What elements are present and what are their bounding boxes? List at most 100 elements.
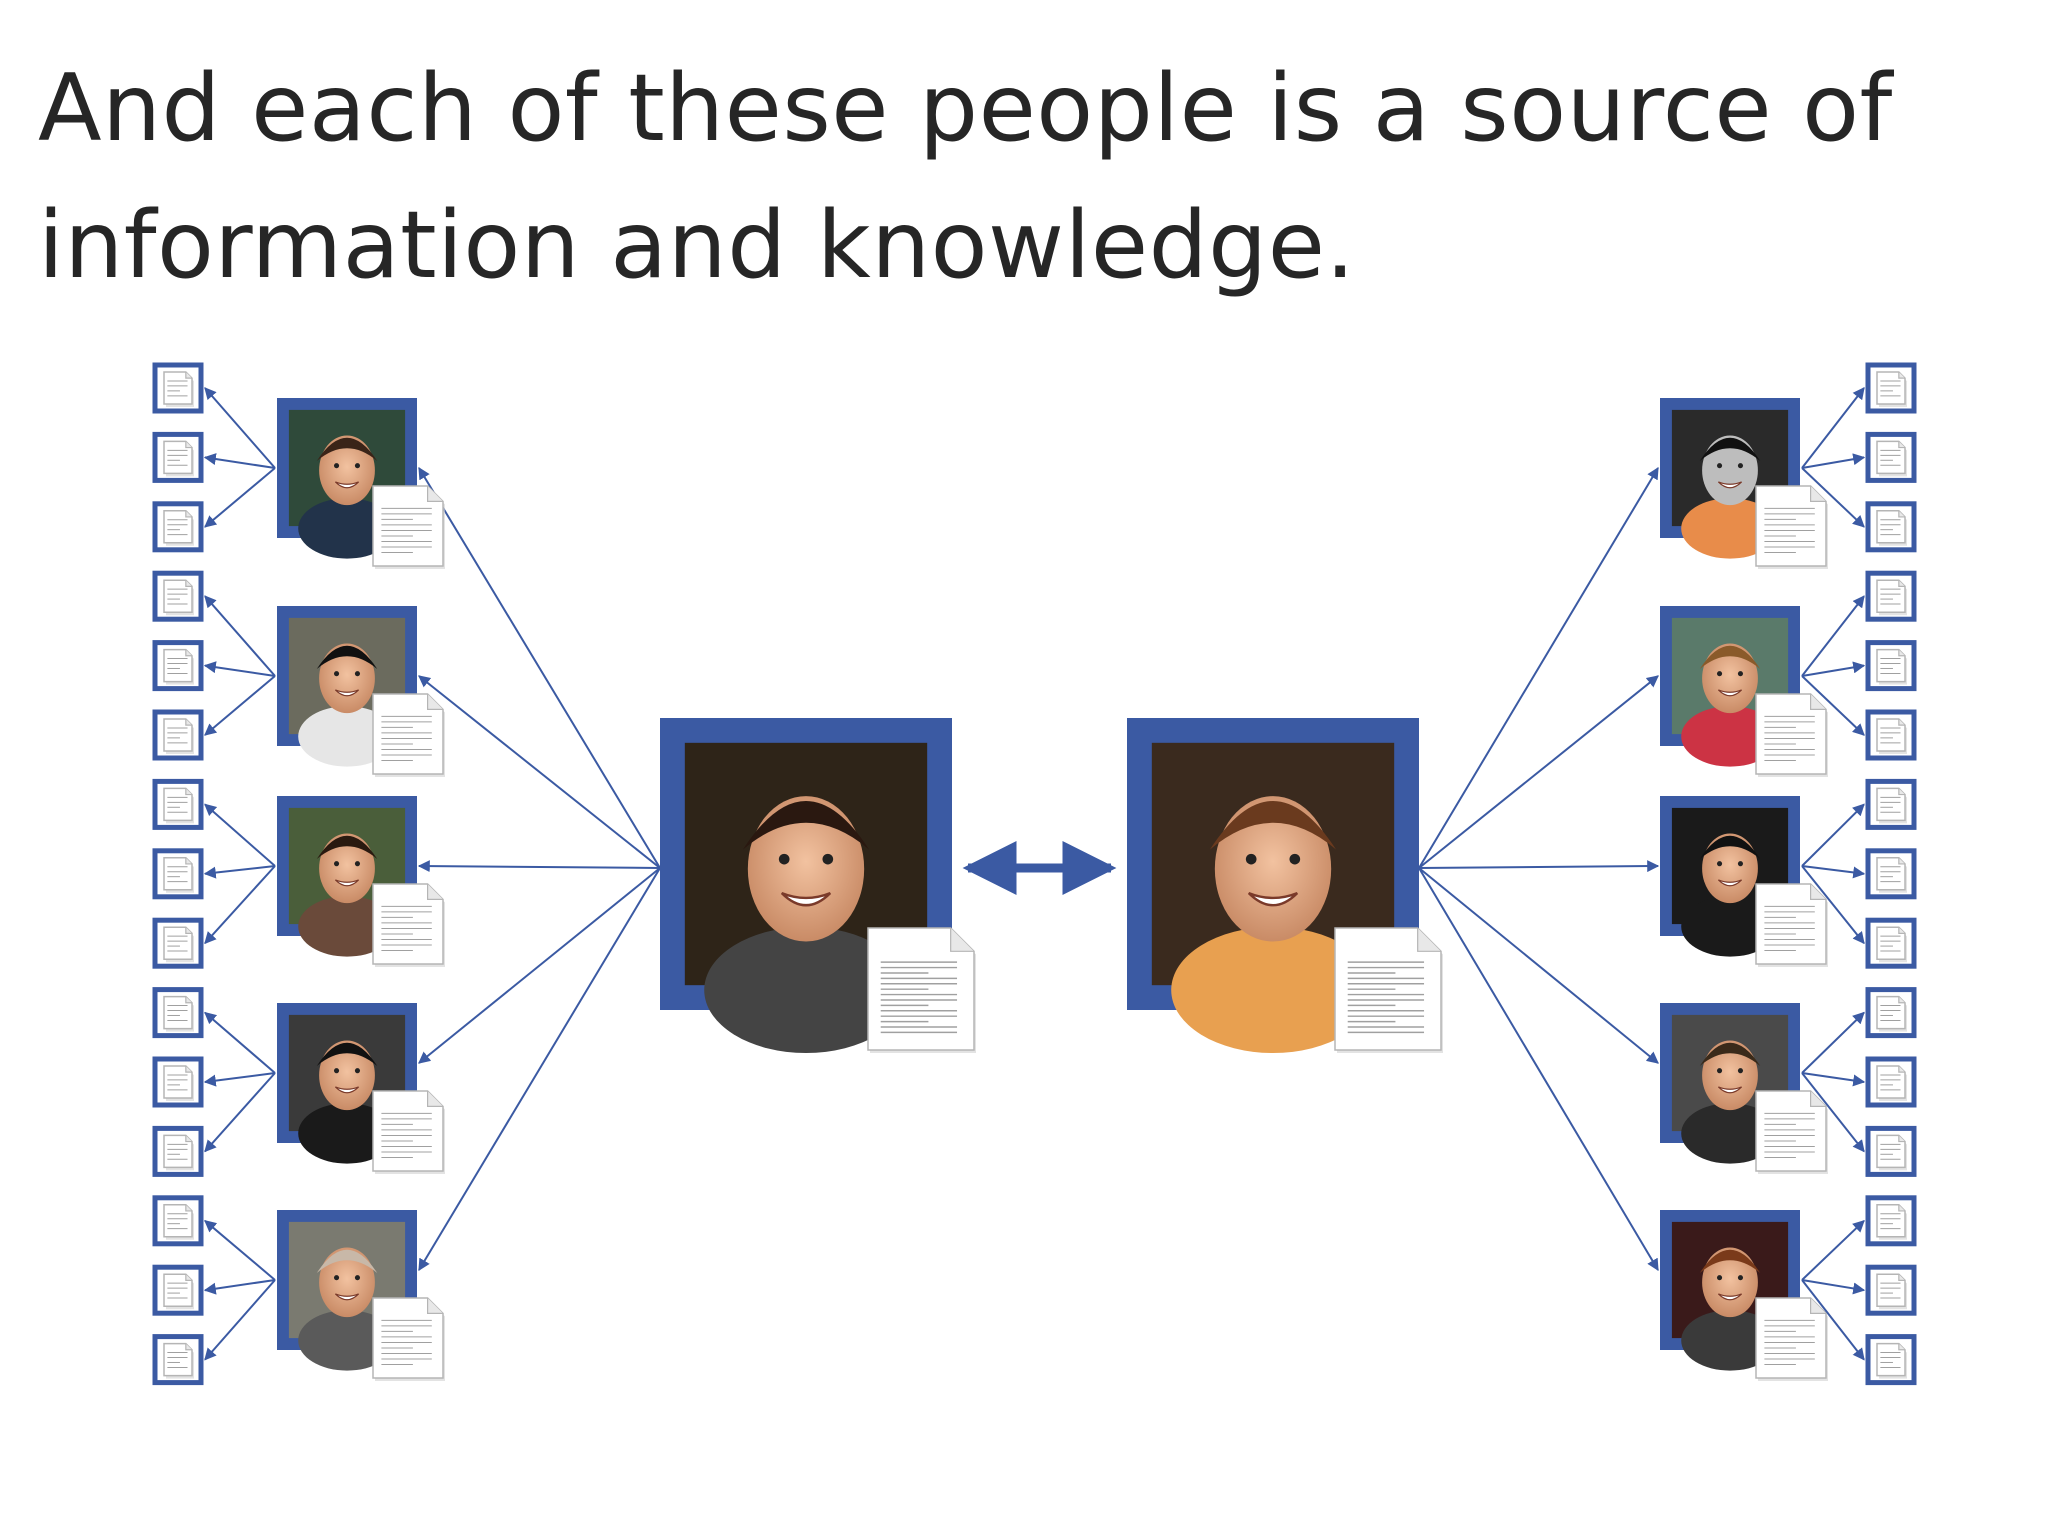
smile-shape [1717, 1293, 1743, 1301]
face-shape [747, 796, 865, 942]
document-icon [1876, 1342, 1907, 1379]
connector-arrow [1418, 860, 1660, 873]
hair-shape [316, 1249, 378, 1274]
connector-arrow [203, 865, 276, 879]
document-page [372, 883, 444, 965]
document-icon [372, 1090, 445, 1174]
smile-shape [1717, 481, 1743, 489]
eye-shape [333, 1068, 340, 1074]
document-icon [163, 1204, 194, 1240]
smile-shape [334, 689, 360, 697]
document-fold [185, 1204, 192, 1212]
document-icon [163, 1273, 194, 1310]
hair-shape [1699, 1042, 1761, 1067]
connector-arrow [204, 387, 276, 469]
document-fold [427, 486, 443, 502]
smile-shape [780, 891, 832, 907]
document-page [1755, 1297, 1827, 1379]
document-fold [1898, 1066, 1905, 1073]
connector-arrow [1801, 803, 1865, 867]
document-fold [427, 884, 443, 900]
slide-title: And each of these people is a source of … [38, 54, 1893, 299]
face-shape [1702, 643, 1758, 714]
connector-arrow [1801, 865, 1865, 945]
document-icon [372, 693, 445, 777]
document-fold [1417, 928, 1441, 952]
document-fold [1898, 1135, 1905, 1143]
smile-shape [1247, 891, 1299, 907]
document-fold [185, 996, 192, 1004]
document-icon [1755, 485, 1828, 569]
connector-arrow [1801, 1219, 1865, 1281]
face-shape [319, 1040, 375, 1111]
document-icon [163, 1065, 194, 1101]
document-fold [185, 857, 192, 865]
document-icon [163, 579, 194, 616]
smile-shape [334, 1086, 360, 1094]
document-icon [1755, 1297, 1828, 1381]
face-shape [319, 833, 375, 904]
hair-shape [316, 835, 378, 860]
smile-shape [1717, 1086, 1743, 1094]
eye-shape [1737, 1068, 1744, 1074]
document-fold [1898, 996, 1905, 1004]
connector-arrow [1801, 865, 1866, 879]
document-icon [163, 926, 194, 963]
document-fold [185, 788, 192, 796]
face-shape [319, 1247, 375, 1318]
document-fold [185, 1343, 192, 1351]
document-fold [1898, 857, 1905, 865]
connector-arrow [1801, 1072, 1865, 1153]
document-icon [163, 857, 194, 893]
document-icon [1876, 1065, 1907, 1101]
face-shape [1702, 1040, 1758, 1111]
connector-arrow [204, 1279, 276, 1361]
eye-shape [1716, 1068, 1723, 1074]
hair-shape [1699, 437, 1761, 462]
document-fold [427, 1091, 443, 1107]
shoulders-shape [298, 1103, 396, 1164]
connector-arrow [1801, 387, 1865, 469]
document-fold [427, 694, 443, 710]
shoulders-shape [1171, 927, 1375, 1054]
document-fold [185, 1274, 192, 1281]
connector-arrow [418, 867, 661, 1272]
document-fold [1898, 1274, 1905, 1281]
document-page [1755, 883, 1827, 965]
document-fold [185, 927, 192, 934]
shoulders-shape [1681, 1103, 1779, 1164]
document-fold [1898, 649, 1905, 657]
connector-arrow [1801, 453, 1866, 469]
smile-shape [1717, 879, 1743, 887]
document-icon [372, 1297, 445, 1381]
smile-shape [334, 1293, 360, 1301]
hair-shape [316, 645, 378, 670]
document-icon [867, 927, 976, 1053]
document-icon [1876, 579, 1907, 616]
person-photo [1671, 409, 1789, 559]
document-icon [163, 648, 194, 685]
eye-shape [1737, 1275, 1744, 1281]
document-fold [1898, 788, 1905, 796]
document-icon [163, 718, 194, 754]
shoulders-shape [1681, 498, 1779, 559]
person-photo [684, 742, 928, 1054]
document-fold [185, 510, 192, 518]
document-icon [163, 1342, 194, 1379]
face-shape [319, 643, 375, 714]
document-page [372, 693, 444, 775]
document-icon [1876, 1134, 1907, 1171]
eye-shape [1716, 463, 1723, 469]
document-icon [1876, 648, 1907, 685]
document-icon [163, 995, 194, 1032]
document-fold [1898, 1204, 1905, 1212]
document-fold [427, 1298, 443, 1314]
connector-arrow [1801, 1279, 1866, 1295]
document-fold [185, 719, 192, 726]
document-icon [1334, 927, 1443, 1053]
document-icon [1876, 718, 1907, 754]
document-icon [1876, 371, 1907, 407]
connector-arrow [204, 865, 276, 945]
eye-shape [822, 853, 834, 865]
document-icon [1755, 1090, 1828, 1174]
